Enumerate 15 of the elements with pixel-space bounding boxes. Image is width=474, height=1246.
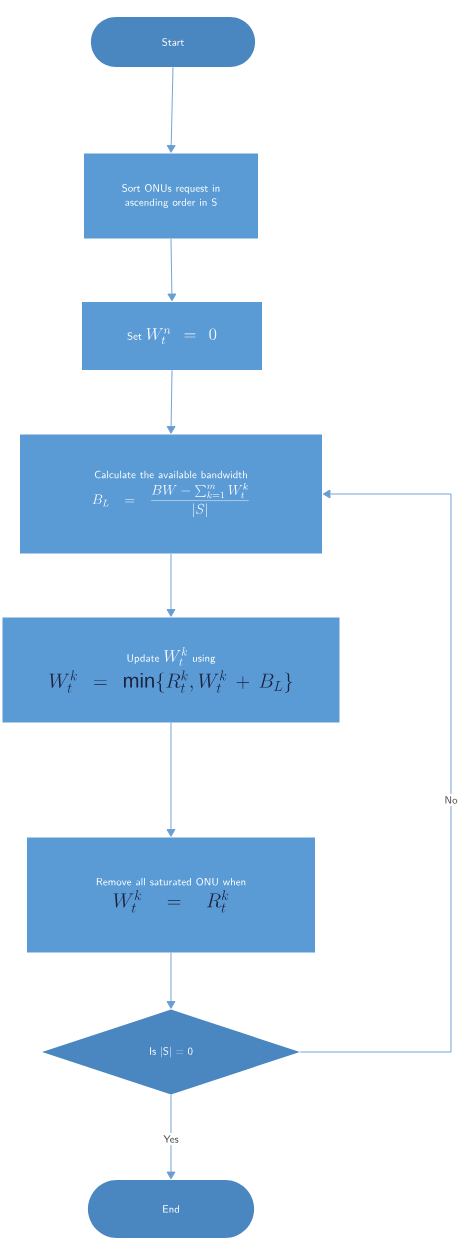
arrow [166, 1094, 176, 1180]
process-box: Remove all saturated ONU when $W_t^k = R_t^k$ [27, 837, 315, 953]
arrow [166, 952, 176, 1009]
process-box: Update $W_t^k$ using $W_t^k = \min\{R_t^k, W_t^k + B_L\}$ [2, 617, 340, 723]
edge-label: Yes [161, 1132, 181, 1146]
process-box: Calculate the available bandwidth $B_L = \frac{BW - \sum_{k=1}^{m} W_t^k}{|S|}$ [20, 434, 322, 554]
arrow [166, 66, 176, 153]
arrow [166, 369, 176, 434]
process-box: Set $W_t^n = 0$ [82, 302, 262, 370]
edge-label: No [442, 793, 460, 807]
arrow [299, 489, 452, 1053]
arrow [166, 553, 176, 617]
arrow [166, 722, 176, 837]
process-box: Sort ONUs request in ascending order in S [84, 153, 258, 239]
arrow [167, 238, 177, 302]
